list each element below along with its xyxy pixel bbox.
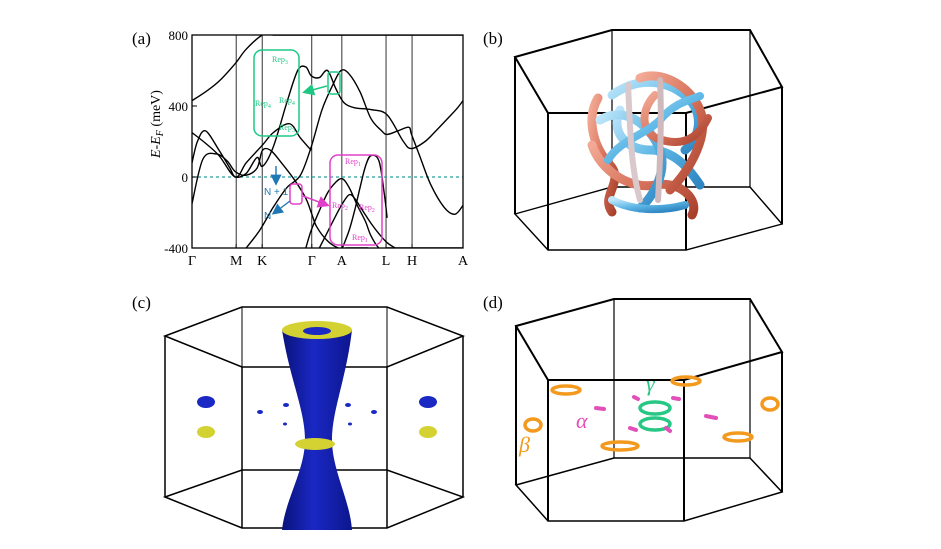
x-tick-label: A: [458, 254, 469, 269]
n-label: N: [264, 211, 271, 222]
n-plus-1-label: N + 1: [264, 187, 289, 198]
green-rep-label-3: Rep4: [255, 99, 271, 110]
magenta-rep-box: [329, 154, 383, 246]
x-tick-label: K: [257, 254, 267, 269]
bz-frame-c: [162, 306, 466, 529]
magenta-small-box: [289, 183, 303, 205]
x-tick-label: Γ: [308, 254, 316, 269]
panel-label-d: (d): [483, 293, 503, 312]
panel-c: (c): [132, 293, 466, 530]
green-rep-label-1: Rep3: [272, 55, 288, 66]
magenta-rep-label-1: Rep1: [345, 157, 361, 168]
y-tick-label: -400: [164, 241, 188, 256]
bz-frame-d: [514, 298, 784, 522]
x-tick-label: Γ: [188, 254, 196, 269]
y-tick-label: 800: [169, 28, 189, 43]
x-tick-label: H: [407, 254, 417, 269]
band-line-6: [305, 177, 463, 248]
fermi-surface-body: [197, 321, 437, 530]
panel-b: (b): [483, 29, 784, 251]
band-line-1: [192, 35, 463, 102]
green-arrow: [302, 83, 328, 96]
panel-label-c: (c): [132, 293, 151, 312]
green-rep-box: [253, 49, 300, 137]
band-line-3: [192, 65, 463, 178]
magenta-arrow: [302, 195, 330, 208]
y-tick-label: 400: [169, 99, 189, 114]
magenta-rep-label-4: Rep1: [352, 233, 368, 244]
alpha-label: α: [576, 408, 588, 433]
bz-frame-b: [513, 29, 784, 251]
band-line-4: [192, 147, 369, 248]
beta-label: β: [518, 432, 530, 457]
nodal-loops: [523, 375, 780, 452]
nodal-network: [587, 71, 712, 220]
x-tick-label: M: [230, 254, 243, 269]
band-line-8: [341, 154, 388, 248]
band-line-5: [245, 69, 463, 248]
y-tick-label: 0: [182, 170, 189, 185]
x-tick-label: L: [382, 254, 391, 269]
magenta-rep-label-2: Rep2: [332, 201, 348, 212]
bands-layer: [192, 35, 463, 248]
n-arrow: [271, 200, 291, 215]
panel-d: (d) α β γ: [483, 293, 784, 522]
x-tick-label: A: [337, 254, 348, 269]
plot-frame: [191, 34, 464, 249]
green-rep-label-2: Rep4: [279, 96, 295, 107]
panel-label-a: (a): [132, 29, 151, 48]
band-line-2: [192, 123, 312, 178]
magenta-rep-label-3: Rep2: [359, 203, 375, 214]
y-axis-label: E-EF (meV): [149, 90, 166, 159]
gamma-label: γ: [646, 371, 656, 396]
green-small-box: [327, 71, 341, 95]
panel-label-b: (b): [483, 29, 503, 48]
green-rep-label-4: Rep3: [279, 123, 295, 134]
